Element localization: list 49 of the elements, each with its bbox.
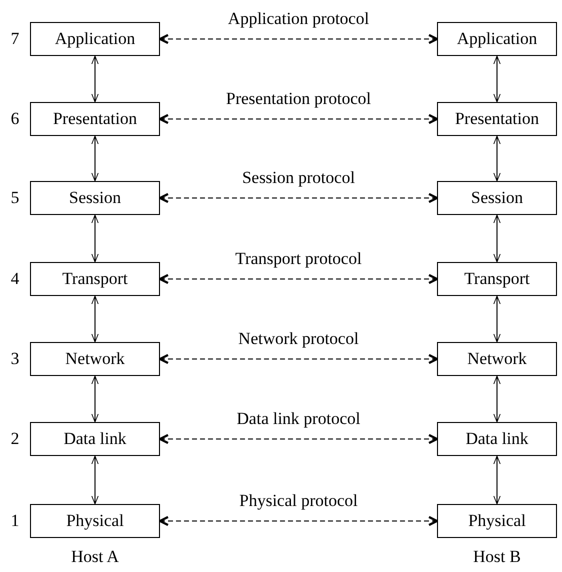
layer-box: Session [437,181,557,215]
arrow [493,56,501,102]
arrow [91,136,99,182]
edge-label: Data link protocol [234,409,362,429]
layer-number: 5 [10,188,20,208]
dashed-arrow [158,34,438,44]
layer-box: Application [437,22,557,56]
arrow [91,376,99,422]
dashed-arrow [158,434,438,444]
layer-box: Network [437,342,557,376]
dashed-arrow [158,192,438,204]
layer-number: 3 [10,349,20,369]
dashed-arrow [158,354,438,364]
host-label: Host B [473,547,521,567]
arrow [493,456,501,504]
layer-box: Network [30,342,160,376]
layer-box: Physical [30,504,160,538]
layer-box: Presentation [437,102,557,136]
layer-number: 7 [10,29,20,49]
layer-box: Session [30,181,160,215]
arrow [493,376,501,422]
layer-box: Data link [30,422,160,456]
arrow [91,214,99,262]
arrow [91,56,99,102]
host-label: Host A [71,547,119,567]
layer-box: Transport [30,262,160,296]
layer-box: Physical [437,504,557,538]
edge-label: Physical protocol [237,491,360,511]
layer-box: Data link [437,422,557,456]
dashed-arrow [158,516,438,526]
arrow [91,456,99,504]
layer-number: 6 [10,109,20,129]
layer-box: Transport [437,262,557,296]
arrow [493,136,501,182]
edge-label: Presentation protocol [224,89,373,109]
edge-label: Transport protocol [233,249,364,269]
arrow [91,296,99,342]
arrow [493,214,501,262]
layer-box: Presentation [30,102,160,136]
layer-box: Application [30,22,160,56]
edge-label: Application protocol [226,9,372,29]
layer-number: 4 [10,269,20,289]
layer-number: 2 [10,429,20,449]
arrow [493,296,501,342]
edge-label: Network protocol [236,329,361,349]
layer-number: 1 [10,511,20,531]
dashed-arrow [158,114,438,124]
dashed-arrow [158,274,438,284]
edge-label: Session protocol [240,168,357,188]
